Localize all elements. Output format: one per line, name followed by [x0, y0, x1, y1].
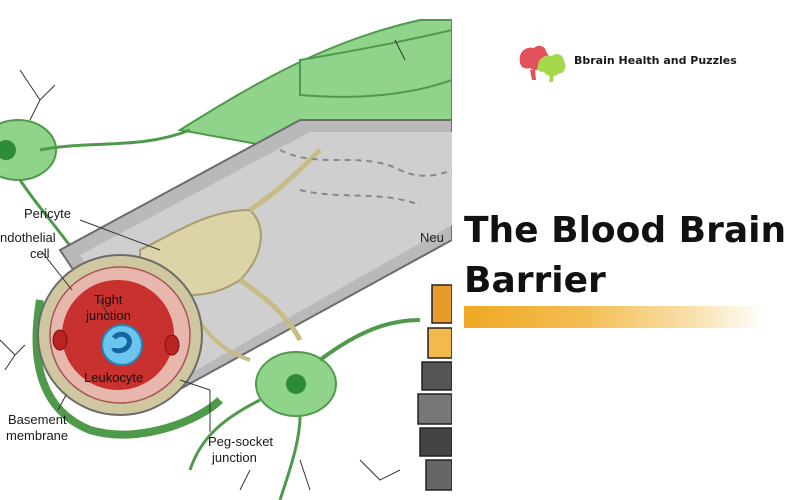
- neuron-nucleus-right: [286, 374, 306, 394]
- label-basement-1: Basement: [8, 412, 67, 427]
- brand: Bbrain Health and Puzzles: [516, 42, 776, 82]
- myelinated-axon: [417, 284, 452, 491]
- label-basement-2: membrane: [6, 428, 68, 443]
- label-peg-socket-2: junction: [211, 450, 257, 465]
- leader-lines: [41, 219, 211, 432]
- label-endothelial-1: ndothelial: [0, 230, 56, 245]
- page-title: The Blood Brain Barrier: [464, 210, 787, 301]
- brand-name: Bbrain Health and Puzzles: [574, 54, 737, 67]
- label-tight-1: Tight: [94, 292, 123, 307]
- label-pericyte: Pericyte: [24, 206, 71, 221]
- leukocyte-cell: [101, 324, 143, 366]
- dendrites: [0, 39, 406, 491]
- accent-bar: [464, 306, 764, 328]
- blood-brain-barrier-illustration: Pericyte ndothelial cell Tight junction …: [0, 19, 452, 500]
- label-leukocyte: Leukocyte: [84, 370, 143, 385]
- label-endothelial-2: cell: [30, 246, 50, 261]
- label-peg-socket-1: Peg-socket: [208, 434, 273, 449]
- leukocyte-nucleus: [111, 331, 132, 354]
- label-neuron-partial: Neu: [420, 230, 444, 245]
- brain-logo-icon: [519, 45, 566, 82]
- neuron-network: [0, 19, 452, 500]
- neuron-nucleus-left: [0, 140, 16, 160]
- label-tight-2: junction: [85, 308, 131, 323]
- vessel-cross-section: [37, 254, 203, 416]
